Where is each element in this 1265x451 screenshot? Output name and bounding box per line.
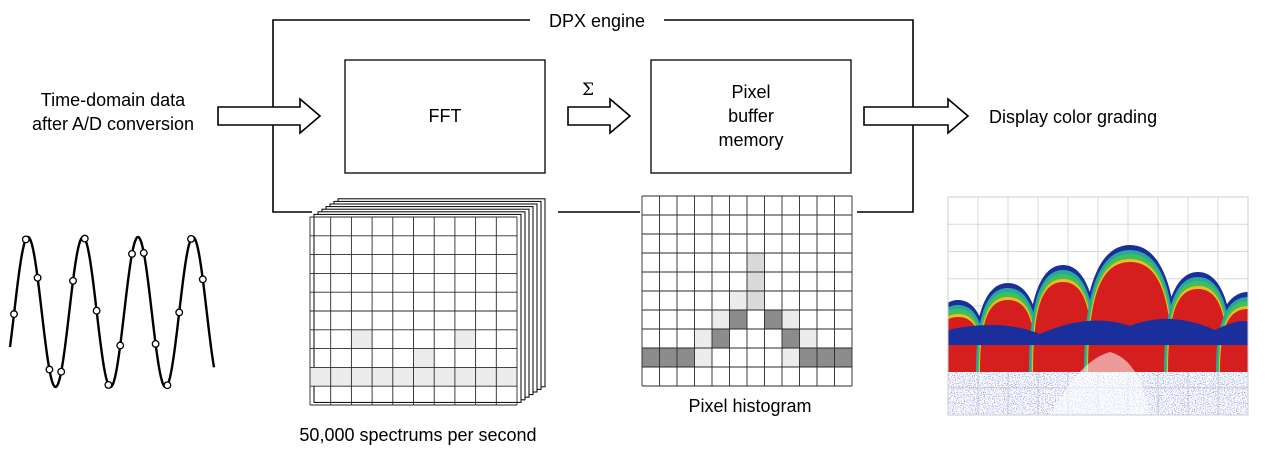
sample-dot <box>139 248 148 257</box>
fft-block <box>344 59 546 174</box>
sample-dot <box>57 367 66 376</box>
histogram-caption: Pixel histogram <box>688 396 811 416</box>
pixel-buffer-line-2: buffer <box>728 106 774 126</box>
sum-symbol: Σ <box>582 80 594 100</box>
engine-label: DPX engine <box>549 11 645 31</box>
histogram-cell <box>764 310 782 329</box>
sample-dot <box>151 339 160 348</box>
spectrum-stack-icon <box>309 198 546 406</box>
sine-wave-icon <box>8 234 216 390</box>
histogram-cell <box>694 348 712 367</box>
histogram-cell <box>747 272 765 291</box>
sample-dot <box>175 308 184 317</box>
pixel-buffer-line-1: Pixel <box>731 82 770 102</box>
input-label-line-1: Time-domain data <box>41 90 186 110</box>
display-border <box>947 196 1249 416</box>
pixel-histogram-icon <box>641 195 853 387</box>
histogram-cell <box>694 329 712 348</box>
histogram-cell <box>712 329 730 348</box>
stack-cell-light <box>413 348 435 368</box>
fft-label: FFT <box>429 106 462 126</box>
histogram-cell <box>782 348 800 367</box>
display-trace <box>948 245 1248 415</box>
input-arrow-icon <box>217 97 322 135</box>
histogram-cell <box>712 310 730 329</box>
sum-arrow-icon <box>567 97 632 135</box>
histogram-cell <box>677 348 695 367</box>
histogram-cell <box>782 329 800 348</box>
histogram-cell <box>782 310 800 329</box>
stack-cell-light <box>351 329 373 349</box>
spectrums-caption: 50,000 spectrums per second <box>299 425 536 445</box>
sample-dot <box>128 249 136 258</box>
histogram-cell <box>747 253 765 272</box>
sample-dot <box>163 381 172 390</box>
display-blue-band <box>948 318 1248 345</box>
stack-cell-light <box>454 329 476 349</box>
sample-dot <box>69 276 77 285</box>
histogram-cell <box>642 348 660 367</box>
pixel-buffer-line-3: memory <box>718 130 783 150</box>
histogram-cell <box>729 291 747 310</box>
output-arrow-icon <box>863 97 970 135</box>
input-label-line-2: after A/D conversion <box>32 114 194 134</box>
pixel-buffer-block <box>650 59 852 174</box>
histogram-cell <box>747 291 765 310</box>
histogram-cell <box>729 310 747 329</box>
output-label: Display color grading <box>989 107 1157 127</box>
histogram-cell <box>659 348 677 367</box>
sample-dot <box>21 235 30 244</box>
histogram-cell <box>799 329 817 348</box>
sample-dot <box>33 273 42 282</box>
histogram-cell <box>817 348 835 367</box>
histogram-cell <box>834 348 852 367</box>
sample-dot <box>187 234 195 243</box>
display-sparse-area <box>1050 352 1150 415</box>
sine-curve <box>8 235 216 389</box>
sample-dot <box>92 306 101 315</box>
sample-dot <box>10 310 18 319</box>
sample-dot <box>198 275 207 284</box>
sample-dot <box>104 380 113 389</box>
sample-dot <box>80 234 89 243</box>
dpx-display-icon <box>947 196 1249 416</box>
sample-dot <box>45 365 54 374</box>
sample-dot <box>116 341 125 350</box>
histogram-cell <box>799 348 817 367</box>
